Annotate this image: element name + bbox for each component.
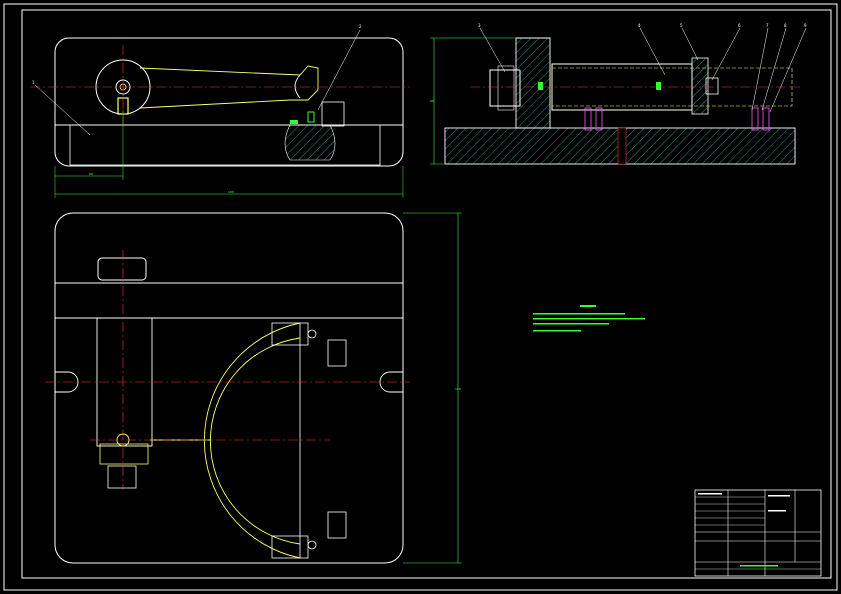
leader-1 — [34, 84, 91, 136]
section-slot — [617, 127, 627, 165]
leader-8 — [761, 27, 787, 111]
lever-arm — [139, 65, 319, 109]
plan-clamp-btm — [271, 535, 309, 559]
section-green-marker — [538, 82, 543, 90]
plan-green-block — [99, 443, 149, 465]
callout-4: 4 — [638, 23, 641, 28]
plan-body — [54, 212, 404, 564]
section-pin-1 — [584, 107, 592, 131]
inner-frame — [21, 9, 832, 579]
front-green-pin-2 — [307, 111, 315, 123]
lever-hook — [294, 74, 301, 99]
tb-text-marks-2 — [768, 495, 790, 497]
plan-view: 188 — [45, 212, 462, 564]
callout-2: 2 — [359, 24, 362, 29]
front-clamp-slot — [321, 101, 345, 127]
tb-text-marks-green — [740, 565, 778, 567]
plan-knob — [97, 257, 147, 281]
dim-text-height: 88 — [430, 99, 434, 103]
plan-dim-text: 188 — [455, 387, 461, 391]
notes-line-2 — [533, 318, 645, 320]
leader-9 — [769, 27, 807, 113]
front-base-block — [69, 124, 381, 166]
leader-6 — [711, 27, 741, 81]
callout-7: 7 — [766, 23, 769, 28]
tb-text-marks — [698, 493, 722, 495]
tb-rows — [695, 496, 821, 570]
callout-8: 8 — [784, 23, 787, 28]
front-view: 88 188 1 2 — [30, 24, 410, 198]
tb-text-marks-3 — [768, 510, 786, 512]
notes-line-1 — [533, 313, 625, 315]
front-green-pin — [290, 120, 298, 124]
notes-title-mark — [580, 305, 596, 307]
title-block-frame — [694, 489, 822, 577]
notes-line-4 — [533, 330, 581, 332]
callout-3: 3 — [478, 23, 481, 28]
section-pin-4 — [762, 107, 770, 131]
section-nut — [489, 69, 521, 107]
callout-6: 6 — [738, 23, 741, 28]
outer-frame — [3, 3, 838, 591]
technical-notes — [533, 305, 645, 332]
plan-clamp-bot — [107, 465, 137, 489]
plan-screw-bot-head — [307, 540, 317, 550]
section-green-marker-2 — [656, 82, 661, 90]
plan-clamp-top — [271, 322, 309, 346]
section-view: 88 3 4 5 6 7 8 9 — [430, 23, 807, 165]
callout-5: 5 — [680, 23, 683, 28]
leader-4 — [639, 27, 666, 76]
section-bolt-head — [705, 77, 719, 95]
plan-screw-top-head — [307, 329, 317, 339]
section-nut-inner — [497, 65, 515, 111]
front-body — [54, 37, 404, 167]
leader-3 — [479, 27, 506, 73]
dim-text-overall: 188 — [228, 190, 234, 194]
front-cutout — [284, 124, 336, 161]
plan-screw-bot — [327, 511, 347, 539]
section-pin-3 — [751, 107, 759, 131]
leader-7 — [751, 27, 769, 111]
plan-arc-inner — [209, 337, 301, 545]
plan-arc-outer — [203, 322, 301, 559]
title-block — [694, 489, 822, 577]
dim-text-small: 88 — [89, 172, 93, 176]
section-cylinder-end — [691, 57, 709, 115]
section-pin-2 — [595, 107, 603, 131]
section-upright — [515, 37, 551, 129]
leader-5 — [681, 27, 699, 61]
leader-2 — [317, 29, 361, 111]
callout-9: 9 — [804, 23, 807, 28]
plan-slot-right — [379, 371, 403, 393]
plan-screw-top — [327, 339, 347, 367]
notes-line-3 — [533, 323, 609, 325]
callout-1: 1 — [32, 80, 35, 85]
